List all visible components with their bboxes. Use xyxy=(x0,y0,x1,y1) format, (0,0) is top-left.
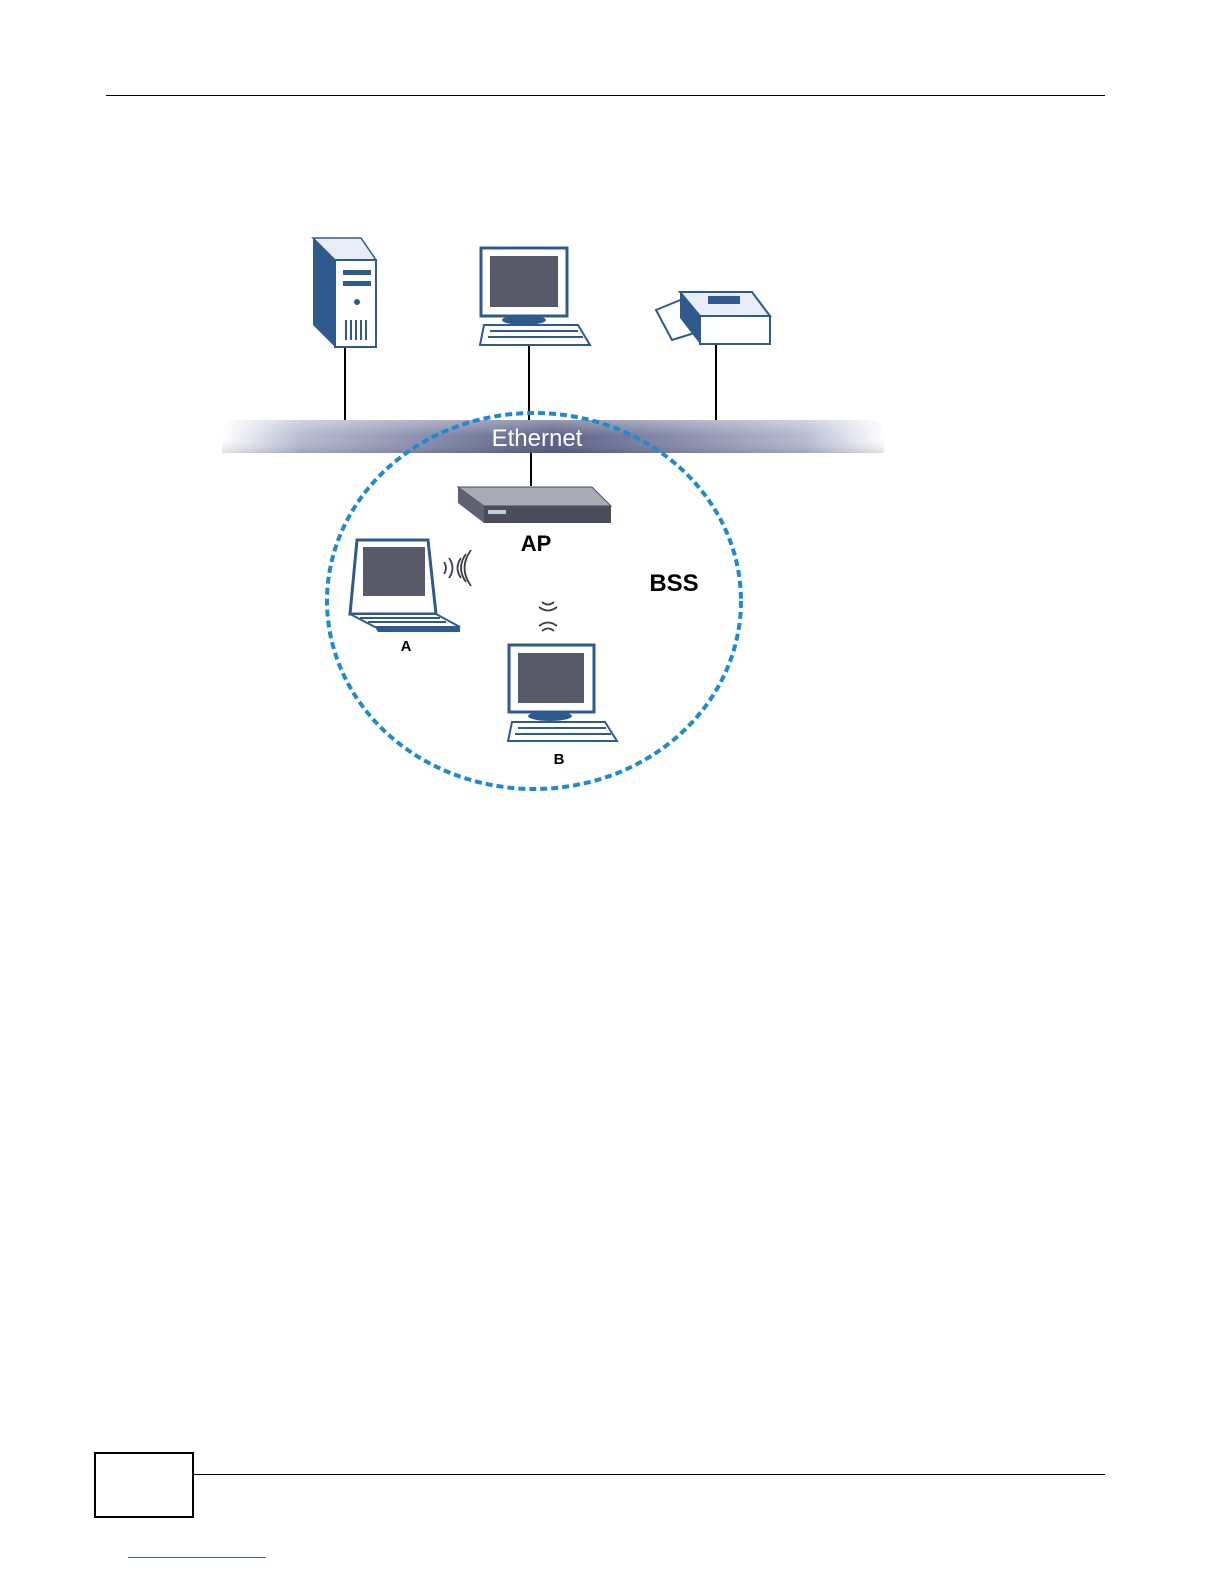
wireless-signal-icon xyxy=(539,602,557,631)
ethernet-label: Ethernet xyxy=(492,425,583,452)
ap-label: AP xyxy=(521,531,552,556)
wireless-signal-icon xyxy=(444,550,471,586)
station-a-label: A xyxy=(401,638,412,655)
ethernet-bus: Ethernet xyxy=(222,420,884,453)
footer-rule xyxy=(192,1474,1105,1475)
station-b-label: B xyxy=(554,751,565,768)
server-tower-icon xyxy=(313,238,376,347)
page-number-box xyxy=(94,1452,194,1518)
laptop-icon xyxy=(350,540,460,632)
desktop-computer-icon xyxy=(480,248,590,345)
printer-icon xyxy=(656,292,770,344)
access-point-icon xyxy=(458,487,611,523)
footer-link-underline[interactable] xyxy=(128,1557,266,1558)
desktop-computer-icon xyxy=(508,645,617,741)
bss-label: BSS xyxy=(649,570,698,597)
